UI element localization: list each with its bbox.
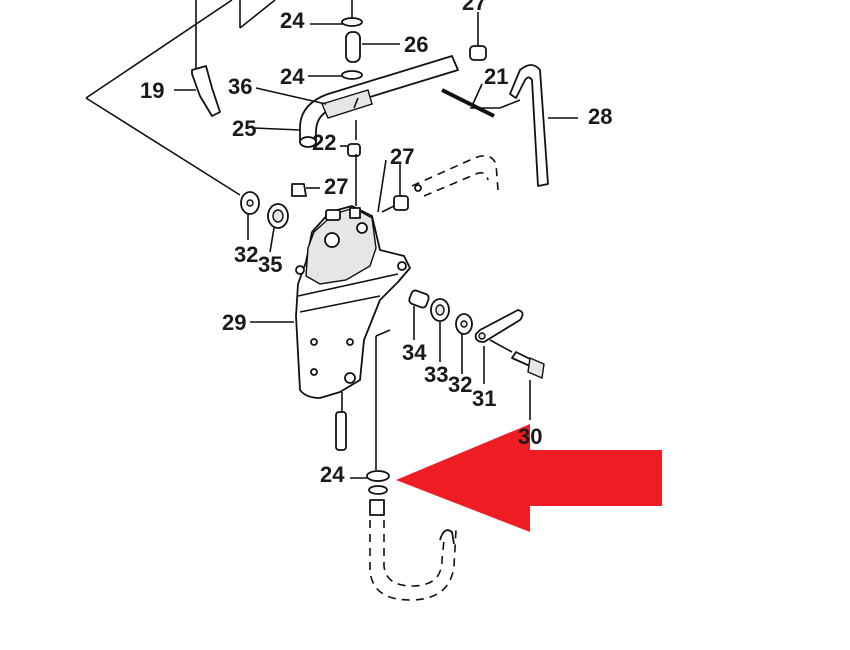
label-24-mid: 24 xyxy=(280,64,305,89)
clip-27-mid xyxy=(291,164,422,213)
label-29: 29 xyxy=(222,310,246,335)
top-frame-lines xyxy=(85,0,276,196)
spacer-26-group xyxy=(308,0,400,80)
fitting-22 xyxy=(340,120,361,157)
label-27-top: 27 xyxy=(462,0,486,15)
label-36: 36 xyxy=(228,74,252,99)
callout-arrow xyxy=(396,424,662,532)
label-27-mid: 27 xyxy=(324,174,348,199)
label-34: 34 xyxy=(402,340,427,365)
label-31: 31 xyxy=(472,386,496,411)
pin-and-dashed-pipe xyxy=(335,329,457,601)
label-27-right: 27 xyxy=(390,144,414,169)
washers-left xyxy=(240,191,289,253)
label-21: 21 xyxy=(484,64,508,89)
label-24-bottom: 24 xyxy=(320,462,345,487)
label-32-left: 32 xyxy=(234,242,258,267)
label-19: 19 xyxy=(140,78,164,103)
right-fittings xyxy=(408,289,545,420)
hose-25 xyxy=(253,55,459,148)
label-30: 30 xyxy=(518,424,542,449)
label-32-right: 32 xyxy=(448,372,472,397)
label-33: 33 xyxy=(424,362,448,387)
hose-28 xyxy=(509,64,578,187)
label-25: 25 xyxy=(232,116,256,141)
dashed-hose-right xyxy=(411,155,499,197)
label-28: 28 xyxy=(588,104,612,129)
label-24-top: 24 xyxy=(280,8,305,33)
label-35: 35 xyxy=(258,252,282,277)
label-26: 26 xyxy=(404,32,428,57)
label-22: 22 xyxy=(312,130,336,155)
clip-27-top xyxy=(469,12,487,61)
bolt-21 xyxy=(441,83,521,118)
part-labels: 24 26 27 19 36 24 21 25 22 28 27 27 32 3… xyxy=(140,0,612,487)
housing-29 xyxy=(250,154,411,399)
bracket-19 xyxy=(174,65,221,117)
